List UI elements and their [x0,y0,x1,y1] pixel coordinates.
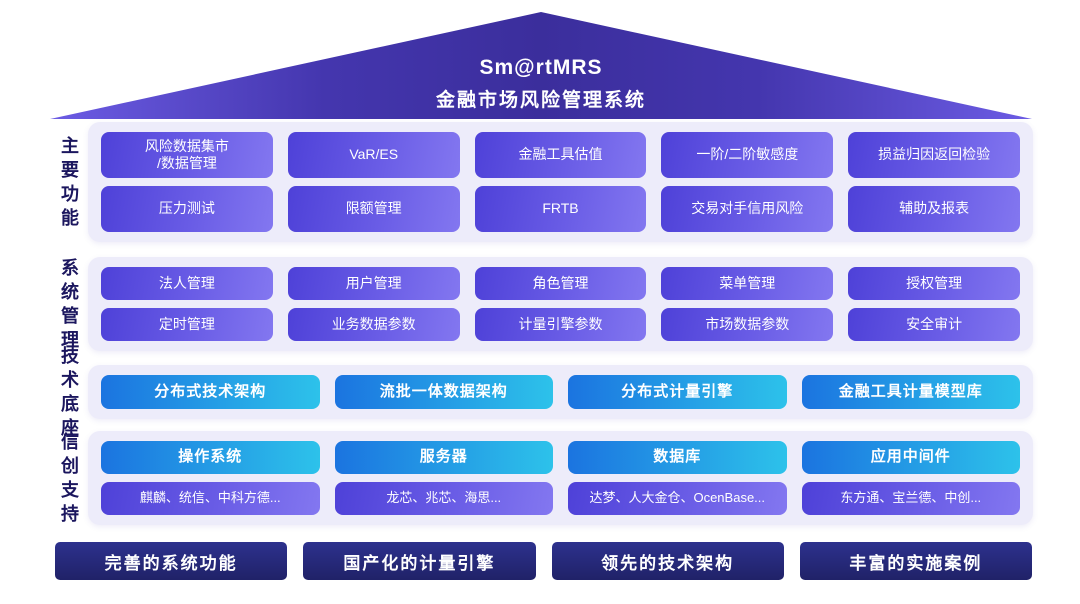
main-function-pill: 交易对手信用风险 [661,186,834,232]
main-function-pill: 一阶/二阶敏感度 [661,132,834,178]
bottom-banner: 完善的系统功能 [55,542,288,580]
panel-system-management: 法人管理 用户管理 角色管理 菜单管理 授权管理 定时管理 业务数据参数 计量引… [88,257,1033,351]
xinchuang-category-pill: 数据库 [568,441,787,474]
xinchuang-category-pill: 操作系统 [101,441,320,474]
main-function-pill: 金融工具估值 [474,132,647,178]
system-mgmt-pill: 计量引擎参数 [474,308,647,341]
main-function-pill: 损益归因返回检验 [848,132,1020,178]
system-mgmt-pill: 角色管理 [474,267,647,300]
system-mgmt-pill: 安全审计 [848,308,1020,341]
xinchuang-vendor-pill: 达梦、人大金仓、OcenBase... [568,482,787,515]
system-mgmt-pill: 定时管理 [101,308,273,341]
bottom-banner-row: 完善的系统功能 国产化的计量引擎 领先的技术架构 丰富的实施案例 [55,542,1032,580]
main-function-pill: 压力测试 [101,186,273,232]
bottom-banner: 丰富的实施案例 [799,542,1032,580]
main-function-pill: 限额管理 [287,186,460,232]
pill-row: 麒麟、统信、中科方德... 龙芯、兆芯、海思... 达梦、人大金仓、OcenBa… [101,482,1020,515]
panel-main-functions: 风险数据集市 /数据管理 VaR/ES 金融工具估值 一阶/二阶敏感度 损益归因… [88,122,1033,242]
system-mgmt-pill: 法人管理 [101,267,273,300]
pill-row: 定时管理 业务数据参数 计量引擎参数 市场数据参数 安全审计 [101,308,1020,341]
section-label-tech-foundation: 技术底座 [59,346,79,442]
pill-row: 法人管理 用户管理 角色管理 菜单管理 授权管理 [101,267,1020,300]
bottom-banner: 国产化的计量引擎 [303,542,536,580]
system-mgmt-pill: 业务数据参数 [287,308,460,341]
xinchuang-category-pill: 服务器 [334,441,553,474]
xinchuang-vendor-pill: 东方通、宝兰德、中创... [801,482,1020,515]
bottom-banner: 领先的技术架构 [551,542,784,580]
main-function-pill: 风险数据集市 /数据管理 [101,132,273,178]
product-subtitle: 金融市场风险管理系统 [435,90,646,111]
panel-tech-foundation: 分布式技术架构 流批一体数据架构 分布式计量引擎 金融工具计量模型库 [88,365,1033,419]
pill-row: 风险数据集市 /数据管理 VaR/ES 金融工具估值 一阶/二阶敏感度 损益归因… [101,132,1020,178]
xinchuang-category-pill: 应用中间件 [801,441,1020,474]
xinchuang-vendor-pill: 麒麟、统信、中科方德... [101,482,320,515]
pill-row: 操作系统 服务器 数据库 应用中间件 [101,441,1020,474]
product-name: Sm@rtMRS [479,56,603,79]
system-mgmt-pill: 市场数据参数 [661,308,834,341]
tech-pill: 分布式技术架构 [101,375,320,409]
section-label-main-functions: 主要功能 [59,136,79,232]
main-function-pill: 辅助及报表 [848,186,1020,232]
section-label-system-management: 系统管理 [59,258,79,354]
tech-pill: 流批一体数据架构 [334,375,553,409]
tech-pill: 分布式计量引擎 [568,375,787,409]
pill-row: 分布式技术架构 流批一体数据架构 分布式计量引擎 金融工具计量模型库 [101,375,1020,409]
section-label-xinchuang-support: 信创支持 [59,432,79,528]
tech-pill: 金融工具计量模型库 [801,375,1020,409]
panel-xinchuang-support: 操作系统 服务器 数据库 应用中间件 麒麟、统信、中科方德... 龙芯、兆芯、海… [88,431,1033,525]
main-function-pill: FRTB [474,186,647,232]
main-function-pill: VaR/ES [287,132,460,178]
pill-row: 压力测试 限额管理 FRTB 交易对手信用风险 辅助及报表 [101,186,1020,232]
roof-banner: Sm@rtMRS 金融市场风险管理系统 [50,12,1032,119]
xinchuang-vendor-pill: 龙芯、兆芯、海思... [334,482,553,515]
system-mgmt-pill: 授权管理 [848,267,1020,300]
system-mgmt-pill: 菜单管理 [661,267,834,300]
system-mgmt-pill: 用户管理 [287,267,460,300]
